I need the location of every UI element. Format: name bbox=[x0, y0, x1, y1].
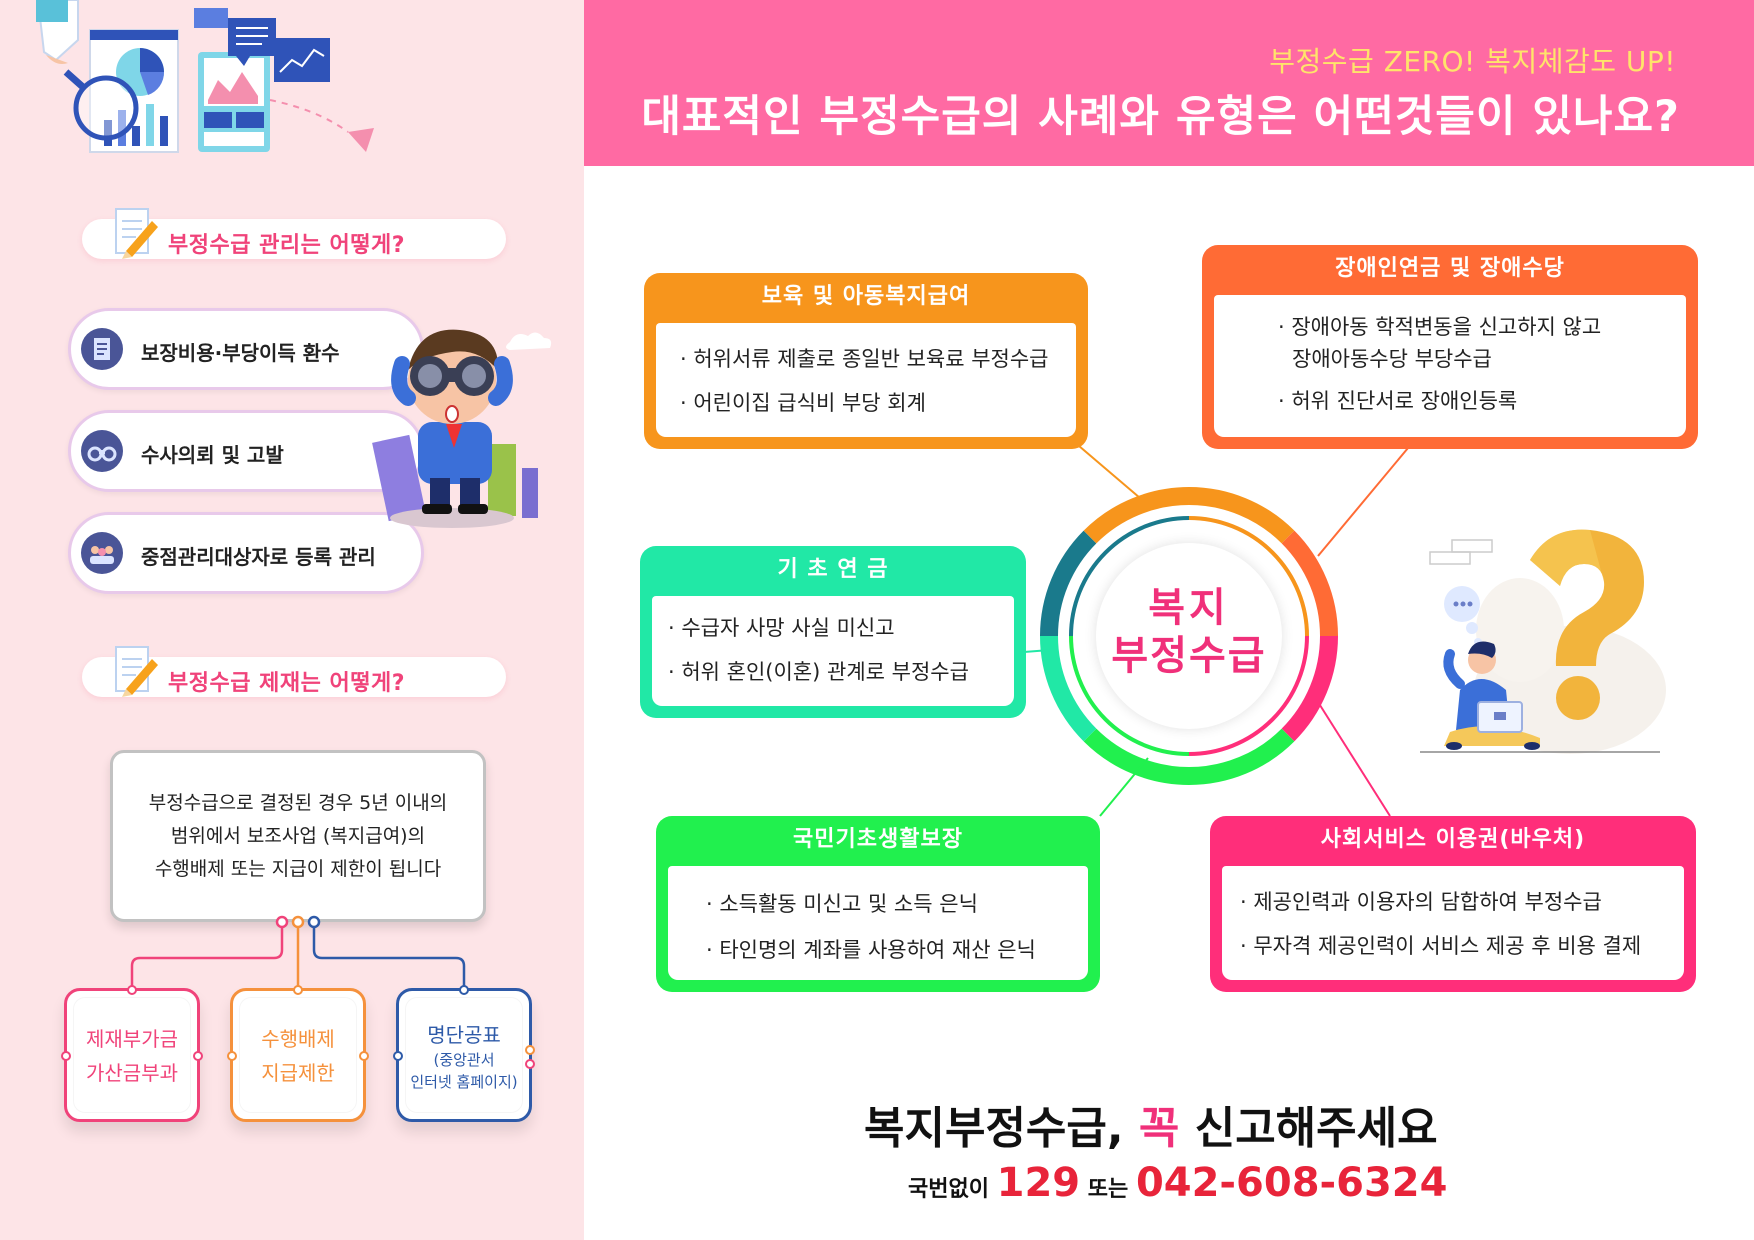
card-line: · 제공인력과 이용자의 담합하여 부정수급 bbox=[1240, 890, 1602, 914]
left-panel: 부정수급 관리는 어떻게? 보장비용·부당이득 환수 수사의뢰 및 고발 중점관… bbox=[0, 0, 584, 1240]
header-subtitle: 부정수급 ZERO! 복지체감도 UP! bbox=[1269, 45, 1676, 78]
card-title: 기 초 연 금 bbox=[777, 557, 889, 582]
card-line: · 허위 혼인(이혼) 관계로 부정수급 bbox=[668, 660, 969, 684]
connector-dot bbox=[359, 1051, 369, 1061]
connector-dot bbox=[393, 1051, 403, 1061]
card-line: · 무자격 제공인력이 서비스 제공 후 비용 결제 bbox=[1240, 934, 1642, 958]
card-line: 장애아동수당 부당수급 bbox=[1292, 347, 1492, 371]
connector-dot bbox=[227, 1051, 237, 1061]
card-title: 국민기초생활보장 bbox=[793, 827, 963, 852]
sanction-box-inner bbox=[73, 997, 191, 1113]
footer-phone-line: 국번없이 129 또는 042-608-6324 bbox=[908, 1160, 1447, 1206]
card-line: · 장애아동 학적변동을 신고하지 않고 bbox=[1278, 315, 1602, 339]
card-line: · 허위 진단서로 장애인등록 bbox=[1278, 389, 1518, 413]
sanction-box-disclosure: 명단공표 (중앙관서 인터넷 홈페이지) bbox=[393, 985, 535, 1122]
card-body: · 장애아동 학적변동을 신고하지 않고 장애아동수당 부당수급 · 허위 진단… bbox=[1214, 295, 1686, 437]
footer-text: 복지부정수급, bbox=[864, 1103, 1139, 1154]
sanction-box-surcharge: 제재부가금 가산금부과 bbox=[61, 985, 203, 1122]
sanction-box-line: 가산금부과 bbox=[86, 1061, 178, 1085]
card-disability: 장애인연금 및 장애수당 · 장애아동 학적변동을 신고하지 않고 장애아동수당… bbox=[1202, 245, 1698, 449]
connector-dot bbox=[127, 985, 137, 995]
card-title: 사회서비스 이용권(바우처) bbox=[1320, 827, 1586, 852]
header-banner: 부정수급 ZERO! 복지체감도 UP! 대표적인 부정수급의 사례와 유형은 … bbox=[584, 0, 1754, 166]
connector-dot bbox=[61, 1051, 71, 1061]
footer-call-prefix: 국번없이 bbox=[908, 1177, 997, 1202]
sanction-line: 범위에서 보조사업 (복지급여)의 bbox=[170, 825, 426, 847]
management-item-label: 중점관리대상자로 등록 관리 bbox=[141, 545, 376, 569]
card-childcare: 보육 및 아동복지급여 · 허위서류 제출로 종일반 보육료 부정수급 · 어린… bbox=[644, 273, 1088, 449]
memo-pencil-icon bbox=[115, 646, 158, 697]
police-binoculars-illustration bbox=[372, 329, 552, 528]
sanction-line: 부정수급으로 결정된 경우 5년 이내의 bbox=[148, 792, 448, 814]
sanction-box-line: 제재부가금 bbox=[86, 1027, 178, 1051]
card-body: · 허위서류 제출로 종일반 보육료 부정수급 · 어린이집 급식비 부당 회계 bbox=[656, 323, 1076, 437]
card-line: · 허위서류 제출로 종일반 보육료 부정수급 bbox=[680, 347, 1049, 371]
connector-dot bbox=[293, 985, 303, 995]
management-item-refund: 보장비용·부당이득 환수 bbox=[68, 308, 424, 390]
footer-text: 신고해주세요 bbox=[1179, 1103, 1438, 1154]
management-item-label: 수사의뢰 및 고발 bbox=[141, 443, 284, 467]
phone-number: 042-608-6324 bbox=[1135, 1160, 1448, 1206]
connector-dot bbox=[459, 985, 469, 995]
card-body: · 수급자 사망 사실 미신고 · 허위 혼인(이혼) 관계로 부정수급 bbox=[652, 596, 1014, 706]
card-title: 보육 및 아동복지급여 bbox=[761, 284, 971, 309]
card-line: · 타인명의 계좌를 사용하여 재산 은닉 bbox=[706, 938, 1036, 962]
hub-center: 복지 부정수급 bbox=[1096, 543, 1282, 729]
sanction-box-exclusion: 수행배제 지급제한 bbox=[227, 985, 369, 1122]
management-title: 부정수급 관리는 어떻게? bbox=[168, 233, 405, 258]
analytics-illustration bbox=[36, 0, 374, 153]
connector-dot bbox=[525, 1045, 535, 1055]
management-item-registration: 중점관리대상자로 등록 관리 bbox=[68, 512, 424, 594]
sanction-box-inner bbox=[239, 997, 357, 1113]
sanction-connectors bbox=[130, 915, 466, 988]
sanction-box-line: 수행배제 bbox=[261, 1027, 335, 1051]
footer-report-message: 복지부정수급, 꼭 신고해주세요 bbox=[864, 1092, 1438, 1156]
card-line: · 소득활동 미신고 및 소득 은닉 bbox=[706, 892, 978, 916]
sanction-box-line: 지급제한 bbox=[261, 1061, 335, 1085]
management-title-pill: 부정수급 관리는 어떻게? bbox=[82, 208, 506, 259]
card-body: · 제공인력과 이용자의 담합하여 부정수급 · 무자격 제공인력이 서비스 제… bbox=[1222, 866, 1684, 980]
document-icon bbox=[81, 328, 123, 370]
sanction-box-title: 명단공표 bbox=[427, 1023, 501, 1047]
hub-ring bbox=[1040, 487, 1338, 785]
sanction-box-sub: (중앙관서 bbox=[433, 1051, 495, 1069]
sanction-box-inner bbox=[405, 997, 523, 1113]
footer-emphasis: 꼭 bbox=[1138, 1103, 1180, 1154]
hub-line1: 복지 bbox=[1148, 585, 1230, 631]
binoculars-icon bbox=[81, 430, 123, 472]
question-person-illustration bbox=[1420, 529, 1666, 754]
sanction-description-box: 부정수급으로 결정된 경우 5년 이내의 범위에서 보조사업 (복지급여)의 수… bbox=[110, 750, 486, 922]
sanction-title-pill: 부정수급 제재는 어떻게? bbox=[82, 646, 506, 697]
management-item-label: 보장비용·부당이득 환수 bbox=[141, 341, 340, 365]
card-voucher: 사회서비스 이용권(바우처) · 제공인력과 이용자의 담합하여 부정수급 · … bbox=[1210, 816, 1696, 992]
card-basic-pension: 기 초 연 금 · 수급자 사망 사실 미신고 · 허위 혼인(이혼) 관계로 … bbox=[640, 546, 1026, 718]
management-item-investigation: 수사의뢰 및 고발 bbox=[68, 410, 424, 492]
sanction-title: 부정수급 제재는 어떻게? bbox=[168, 671, 405, 696]
connector-dot bbox=[525, 1059, 535, 1069]
footer-call-mid: 또는 bbox=[1080, 1177, 1136, 1202]
sanction-line: 수행배제 또는 지급이 제한이 됩니다 bbox=[154, 858, 442, 880]
hub-line2: 부정수급 bbox=[1111, 633, 1267, 679]
memo-pencil-icon bbox=[115, 208, 158, 259]
people-icon bbox=[81, 532, 123, 574]
card-livelihood: 국민기초생활보장 · 소득활동 미신고 및 소득 은닉 · 타인명의 계좌를 사… bbox=[656, 816, 1100, 992]
card-title: 장애인연금 및 장애수당 bbox=[1335, 256, 1565, 281]
card-line: · 어린이집 급식비 부당 회계 bbox=[680, 391, 926, 415]
header-title: 대표적인 부정수급의 사례와 유형은 어떤것들이 있나요? bbox=[641, 92, 1680, 142]
sanction-box-sub: 인터넷 홈페이지) bbox=[410, 1073, 518, 1091]
hotline-number: 129 bbox=[996, 1160, 1081, 1206]
connector-dot bbox=[193, 1051, 203, 1061]
card-body: · 소득활동 미신고 및 소득 은닉 · 타인명의 계좌를 사용하여 재산 은닉 bbox=[668, 866, 1088, 980]
card-line: · 수급자 사망 사실 미신고 bbox=[668, 616, 895, 640]
